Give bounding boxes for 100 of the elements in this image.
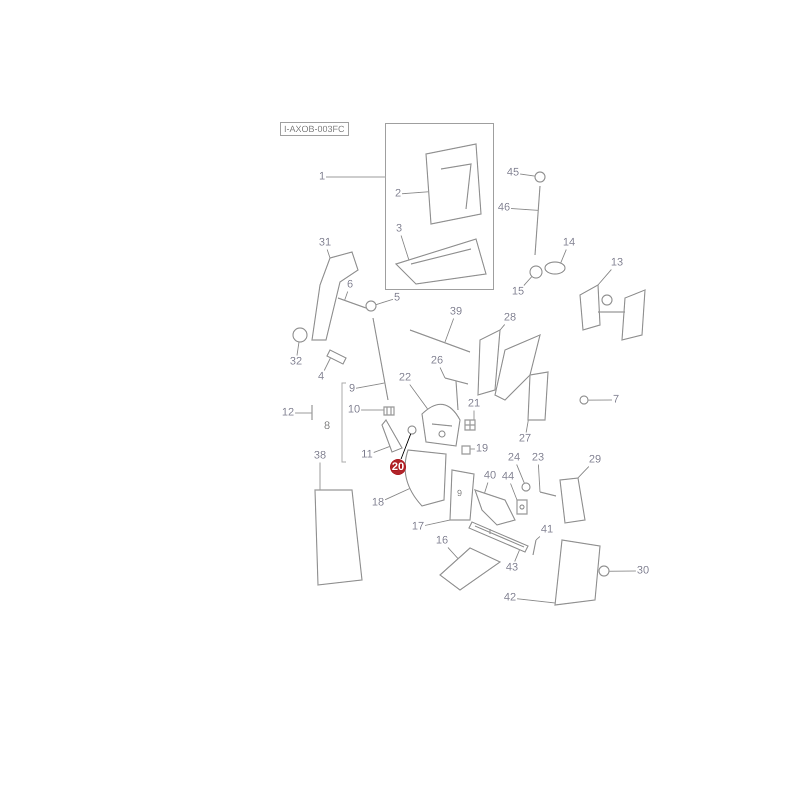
leader-line — [470, 448, 476, 450]
callout-number: 5 — [392, 292, 402, 304]
callout-number: 32 — [288, 356, 304, 368]
plate-drawing — [527, 371, 549, 421]
lever-drawing — [311, 251, 359, 341]
callout-number: 14 — [562, 236, 576, 250]
callout-number: 19 — [474, 442, 490, 456]
plate-assembly-drawing — [579, 284, 646, 341]
bush-drawing — [529, 265, 543, 279]
leader-line — [326, 249, 330, 258]
callout-number: 2 — [394, 188, 402, 200]
callout-number: 4 — [316, 370, 326, 384]
leader-line — [326, 176, 386, 178]
leader-line — [597, 269, 612, 286]
hook-lever-drawing — [421, 404, 461, 447]
nut-drawing — [292, 327, 308, 343]
handle-drawing — [444, 377, 469, 411]
inset-panel — [385, 123, 494, 290]
callout-number: 30 — [636, 564, 650, 578]
callout-number: 45 — [506, 166, 520, 180]
clip-drawing — [579, 395, 589, 405]
callout-number: 23 — [530, 452, 546, 464]
leader-line — [447, 547, 459, 560]
housing-drawing — [559, 477, 586, 524]
pin-drawing — [410, 329, 470, 353]
screw-drawing — [407, 425, 417, 435]
leader-line — [577, 466, 590, 478]
callout-number: 16 — [434, 534, 450, 548]
rod-drawing — [372, 318, 389, 400]
callout-number: 27 — [518, 432, 532, 446]
nut-drawing — [383, 406, 395, 416]
group-number: 8 — [324, 420, 330, 432]
callout-number: 29 — [588, 454, 602, 466]
callout-number: 3 — [394, 222, 404, 236]
reference-code: I-AXOB-003FC — [280, 122, 349, 136]
leader-line — [510, 208, 539, 211]
leader-line — [514, 549, 520, 562]
leader-line — [373, 446, 390, 453]
leader-line — [402, 191, 430, 194]
ball-joint-drawing — [365, 300, 377, 312]
washer-drawing — [521, 482, 531, 492]
leader-line — [484, 482, 488, 494]
leader-line — [344, 291, 348, 301]
part-marking: 9 — [457, 488, 462, 498]
callout-number: 17 — [410, 520, 426, 534]
callout-number: 22 — [398, 372, 412, 384]
callout-number: 28 — [502, 312, 518, 324]
link-drawing — [338, 297, 366, 309]
rod-drawing — [534, 186, 541, 256]
leader-line — [516, 464, 525, 484]
callout-number: 44 — [500, 470, 516, 484]
callout-number: 6 — [346, 278, 354, 292]
leader-line — [424, 520, 451, 526]
hook-drawing — [404, 449, 447, 507]
seat-tray-drawing — [395, 238, 487, 285]
leader-line — [400, 235, 410, 260]
callout-number: 24 — [506, 452, 522, 464]
frame-drawing — [425, 143, 482, 225]
callout-number: 12 — [280, 406, 296, 420]
leader-line — [588, 400, 612, 401]
callout-number: 11 — [360, 448, 374, 462]
callout-number: 18 — [370, 496, 386, 510]
pin-drawing — [540, 491, 556, 497]
leader-line — [384, 488, 410, 500]
leader-line — [536, 536, 540, 540]
plate-drawing — [314, 489, 363, 586]
leader-line — [444, 318, 454, 344]
leader-line — [510, 483, 518, 500]
spring-drawing — [544, 261, 566, 275]
arm-drawing — [474, 489, 516, 526]
leader-line — [375, 298, 394, 306]
shaft-drawing — [468, 521, 529, 553]
callout-number: 7 — [612, 394, 620, 406]
leader-line — [296, 341, 300, 356]
callout-number: 26 — [430, 354, 444, 368]
plate-drawing — [449, 469, 475, 521]
bolt-drawing — [326, 349, 347, 365]
callout-number: 31 — [318, 236, 332, 250]
leader-line — [560, 249, 567, 264]
callout-number: 38 — [312, 450, 328, 462]
callout-number: 42 — [502, 592, 518, 604]
callout-number: 40 — [482, 470, 498, 482]
highlighted-callout-number: 20 — [390, 459, 406, 475]
leader-line — [538, 464, 540, 492]
leader-line — [608, 570, 636, 572]
callout-number: 15 — [510, 286, 526, 298]
leader-line — [324, 357, 332, 371]
leader-line — [520, 174, 536, 177]
nut-drawing — [598, 565, 610, 577]
leader-line — [526, 420, 529, 433]
leader-line — [499, 324, 506, 331]
leader-line — [356, 382, 386, 389]
callout-number: 39 — [448, 306, 464, 318]
callout-number: 13 — [610, 256, 624, 270]
callout-number: 41 — [540, 524, 554, 536]
knob-drawing — [534, 171, 546, 183]
leader-line — [523, 276, 532, 286]
callout-number: 21 — [466, 398, 482, 410]
callout-number: 10 — [346, 404, 362, 416]
callout-number: 46 — [496, 202, 512, 214]
